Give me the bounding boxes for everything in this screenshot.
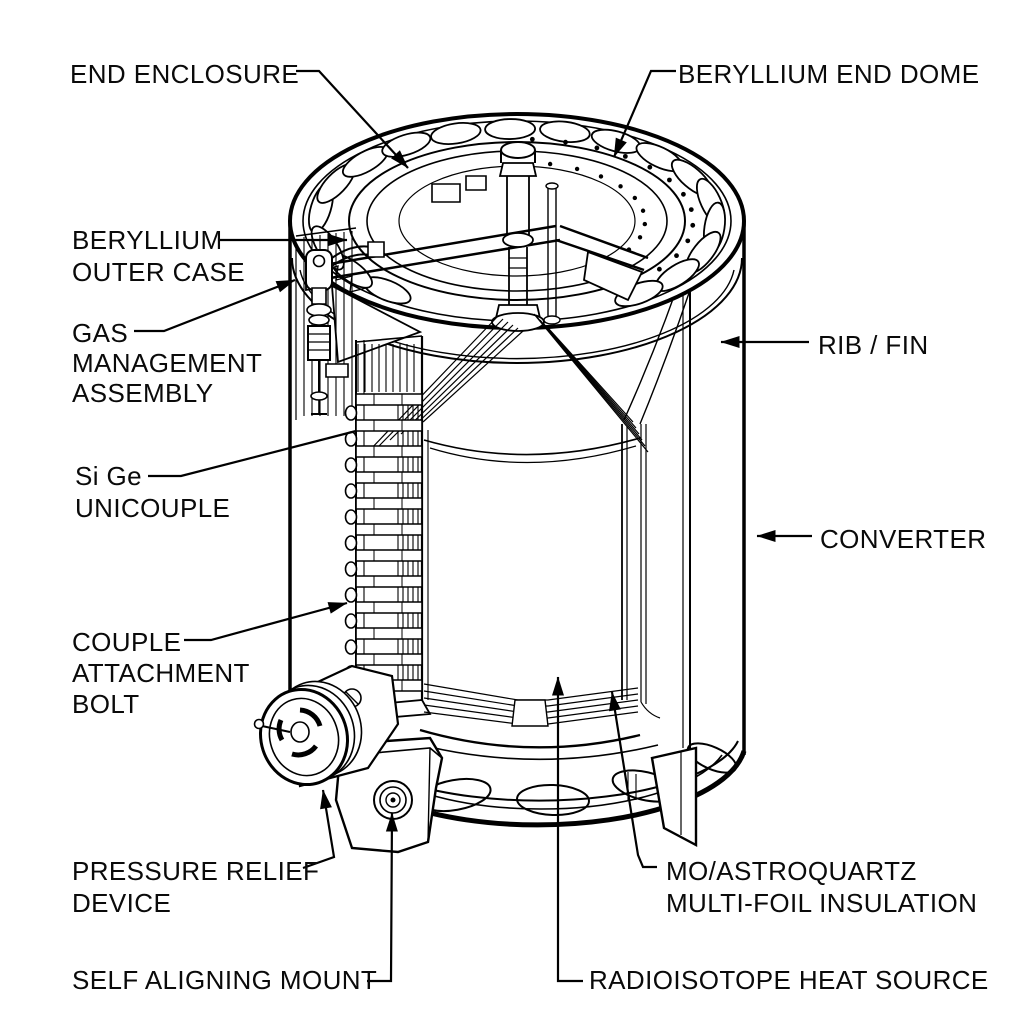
leader-self-aligning-mount [367,812,398,981]
label-beryllium-end-dome: BERYLLIUM END DOME [678,59,980,89]
leader-gas-management [134,280,296,331]
label-converter: CONVERTER [820,524,987,554]
unicouple-ladder [346,394,423,706]
rivet-dots [529,136,696,272]
multifoil-fan-right [534,314,648,452]
leader-end-enclosure [296,71,408,168]
leader-si-ge-unicouple [148,431,356,476]
label-end-enclosure: END ENCLOSURE [70,59,300,89]
end-enclosure-internals [306,142,648,452]
leader-mo-astroquartz [608,691,657,867]
label-rib-fin: RIB / FIN [818,330,929,360]
bottom-fin [652,748,696,845]
mount-center [390,797,396,803]
leader-pressure-relief [303,789,334,868]
label-self-aligning-mount: SELF ALIGNING MOUNT [72,965,378,995]
cavity-floor-foil [402,684,658,759]
leader-radioisotope-heat-source [552,676,583,981]
gas-management-assembly [306,242,384,414]
label-radioisotope-heat-source: RADIOISOTOPE HEAT SOURCE [589,965,989,995]
leader-couple-attachment-bolt [184,603,348,640]
leader-beryllium-end-dome [614,71,676,158]
pressure-relief-device [248,666,398,796]
leader-lines [134,71,812,981]
